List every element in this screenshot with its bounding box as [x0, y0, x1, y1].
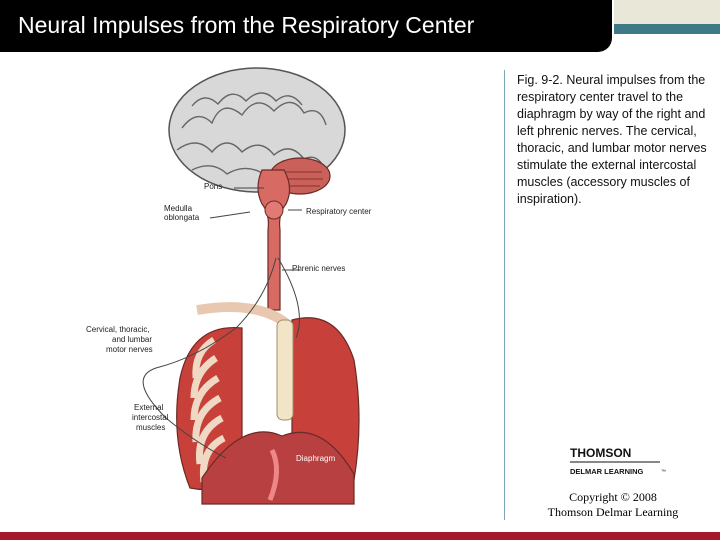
bottom-bar: [0, 532, 720, 540]
logo-sub: DELMAR LEARNING: [570, 467, 643, 476]
label-cervical-line1: Cervical, thoracic,: [86, 325, 150, 334]
label-cervical-line2: and lumbar: [112, 335, 152, 344]
label-medulla-line1: Medulla: [164, 204, 193, 213]
label-phrenic-nerves: Phrenic nerves: [292, 264, 345, 273]
label-external-line1: External: [134, 403, 164, 412]
copyright-line1: Copyright © 2008: [569, 490, 657, 504]
thomson-delmar-logo: THOMSON DELMAR LEARNING ™: [570, 446, 666, 476]
slide-title: Neural Impulses from the Respiratory Cen…: [18, 12, 475, 38]
corner-decoration: [614, 0, 720, 24]
respiratory-anatomy-figure: Pons Medulla oblongata Respiratory cente…: [86, 67, 372, 505]
label-cervical-line3: motor nerves: [106, 345, 153, 354]
figure-caption: Fig. 9-2. Neural impulses from the respi…: [517, 73, 707, 206]
label-external-line3: muscles: [136, 423, 165, 432]
brainstem-spinal-cord: [257, 169, 291, 311]
corner-accent-band: [614, 24, 720, 34]
brain-illustration: [168, 67, 346, 195]
nerve-pathways: [142, 187, 302, 459]
label-diaphragm: Diaphragm: [296, 454, 335, 463]
copyright-notice: Copyright © 2008 Thomson Delmar Learning: [538, 490, 688, 520]
copyright-line2: Thomson Delmar Learning: [547, 505, 679, 519]
label-external-line2: intercostal: [132, 413, 169, 422]
label-medulla-line2: oblongata: [164, 213, 200, 222]
caption-divider: [504, 70, 505, 520]
title-bar: Neural Impulses from the Respiratory Cen…: [0, 0, 612, 52]
label-pons: Pons: [204, 182, 222, 191]
diaphragm-illustration: [201, 431, 355, 505]
logo-tm: ™: [661, 469, 666, 475]
label-respiratory-center: Respiratory center: [306, 207, 372, 216]
logo-brand: THOMSON: [570, 446, 631, 460]
